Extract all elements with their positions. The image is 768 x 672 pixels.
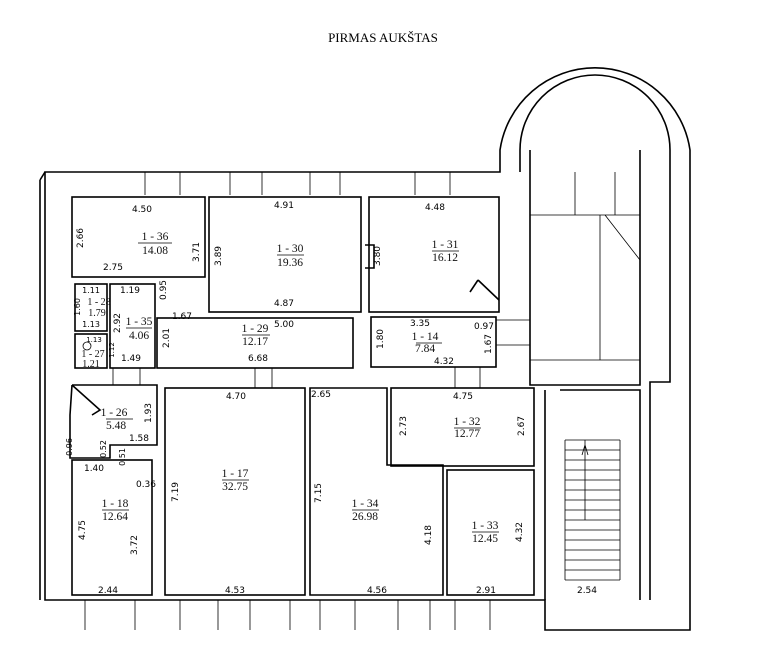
room-area: 12.45 xyxy=(472,533,498,545)
dimension: 4.53 xyxy=(225,586,245,596)
room-id: 1 - 34 xyxy=(352,498,379,510)
dimension: 0.36 xyxy=(136,480,156,490)
dimension: 0.51 xyxy=(118,448,127,466)
room-1-28: 1 - 28 1.79 1.11 1.60 1.13 xyxy=(73,286,111,329)
dimension: 0.96 xyxy=(65,438,74,456)
room-1-27: 1 - 27 1.21 1.13 1.12 xyxy=(81,336,116,370)
dimension: 4.87 xyxy=(274,299,294,309)
plan-title: PIRMAS AUKŠTAS xyxy=(328,30,438,45)
room-1-26: 1 - 26 5.48 1.93 1.58 0.96 0.52 0.51 xyxy=(65,403,154,466)
room-area: 32.75 xyxy=(222,481,248,493)
dimension: 1.67 xyxy=(172,312,192,322)
dimension: 4.18 xyxy=(424,525,434,545)
dimension: 5.00 xyxy=(274,320,294,330)
room-area: 1.79 xyxy=(88,308,106,319)
room-id: 1 - 28 xyxy=(87,297,110,308)
room-area: 12.17 xyxy=(242,336,268,348)
room-area: 12.64 xyxy=(102,511,128,523)
dimension: 1.40 xyxy=(84,464,104,474)
room-walls xyxy=(69,196,535,596)
room-id: 1 - 30 xyxy=(277,243,304,255)
dimension: 7.19 xyxy=(171,482,181,502)
dimension: 4.91 xyxy=(274,201,294,211)
room-area: 19.36 xyxy=(277,257,303,269)
dimension: 0.52 xyxy=(99,440,108,458)
dimension: 2.54 xyxy=(577,586,597,596)
dimension: 4.75 xyxy=(453,392,473,402)
dimension: 1.19 xyxy=(120,286,140,296)
room-1-31: 1 - 31 16.12 4.48 3.80 xyxy=(373,203,459,266)
dimension: 4.48 xyxy=(425,203,445,213)
room-id: 1 - 18 xyxy=(102,498,129,510)
room-id: 1 - 35 xyxy=(126,316,153,328)
room-area: 1.21 xyxy=(82,359,100,370)
room-id: 1 - 14 xyxy=(412,331,439,343)
dimension: 4.56 xyxy=(367,586,387,596)
room-1-36: 1 - 36 14.08 4.50 2.66 3.71 2.75 xyxy=(76,205,202,273)
dimension: 1.13 xyxy=(86,336,102,344)
dimension: 0.97 xyxy=(474,322,494,332)
room-area: 26.98 xyxy=(352,511,378,523)
dimension: 3.80 xyxy=(373,246,383,266)
room-area: 12.77 xyxy=(454,428,480,440)
room-area: 4.06 xyxy=(129,330,149,342)
dimension: 2.91 xyxy=(476,586,496,596)
dimension: 4.75 xyxy=(78,520,88,540)
dimension: 6.68 xyxy=(248,354,268,364)
dimension: 2.01 xyxy=(162,328,172,348)
dimension: 2.67 xyxy=(517,416,527,436)
dimension: 2.66 xyxy=(76,228,86,248)
dimension: 4.50 xyxy=(132,205,152,215)
dimension: 1.67 xyxy=(484,334,494,354)
room-area: 14.08 xyxy=(142,245,168,257)
dimension: 3.71 xyxy=(192,242,202,262)
room-1-14: 1 - 14 7.84 3.35 0.97 1.80 1.67 4.32 xyxy=(376,319,494,367)
room-id: 1 - 17 xyxy=(222,468,249,480)
room-1-29: 1 - 29 12.17 1.67 5.00 2.01 6.68 xyxy=(162,312,294,364)
dimension: 0.95 xyxy=(159,280,169,300)
dimension: 1.13 xyxy=(82,320,100,329)
room-1-35: 1 - 35 4.06 1.19 2.92 1.49 0.95 xyxy=(113,280,169,364)
room-1-33: 1 - 33 12.45 4.32 2.91 xyxy=(472,520,525,596)
room-id: 1 - 31 xyxy=(432,239,459,251)
room-1-34: 1 - 34 26.98 2.65 7.15 4.18 4.56 xyxy=(311,390,434,596)
dimension: 2.75 xyxy=(103,263,123,273)
dimension: 1.12 xyxy=(108,342,116,358)
dimension: 1.80 xyxy=(376,329,386,349)
room-area: 7.84 xyxy=(415,343,435,355)
dimension: 4.32 xyxy=(434,357,454,367)
room-id: 1 - 29 xyxy=(242,323,269,335)
dimension: 1.60 xyxy=(73,298,82,316)
room-id: 1 - 27 xyxy=(81,349,104,360)
dimension: 4.32 xyxy=(515,522,525,542)
dimension: 2.73 xyxy=(399,416,409,436)
room-area: 5.48 xyxy=(106,420,126,432)
room-1-32: 1 - 32 12.77 4.75 2.73 2.67 xyxy=(399,392,527,440)
room-1-18: 1 - 18 12.64 1.40 0.36 4.75 3.72 2.44 xyxy=(78,464,156,596)
dimension: 1.93 xyxy=(144,403,154,423)
dimension: 2.65 xyxy=(311,390,331,400)
dimension: 3.35 xyxy=(410,319,430,329)
room-id: 1 - 33 xyxy=(472,520,499,532)
room-id: 1 - 36 xyxy=(142,231,169,243)
stairwell: 2.54 xyxy=(577,586,597,596)
room-1-17: 1 - 17 32.75 4.70 7.19 4.53 xyxy=(171,392,249,596)
dimension: 4.70 xyxy=(226,392,246,402)
dimension: 1.11 xyxy=(82,286,100,295)
dimension: 1.58 xyxy=(129,434,149,444)
dimension: 1.49 xyxy=(121,354,141,364)
dimension: 2.92 xyxy=(113,313,123,333)
dimension: 2.44 xyxy=(98,586,118,596)
room-id: 1 - 32 xyxy=(454,416,481,428)
dimension: 7.15 xyxy=(314,483,324,503)
dimension: 3.89 xyxy=(214,246,224,266)
room-area: 16.12 xyxy=(432,252,458,264)
room-id: 1 - 26 xyxy=(101,407,128,419)
room-1-30: 1 - 30 19.36 4.91 3.89 4.87 xyxy=(214,201,304,309)
dimension: 3.72 xyxy=(130,535,140,555)
outer-walls xyxy=(39,67,691,631)
